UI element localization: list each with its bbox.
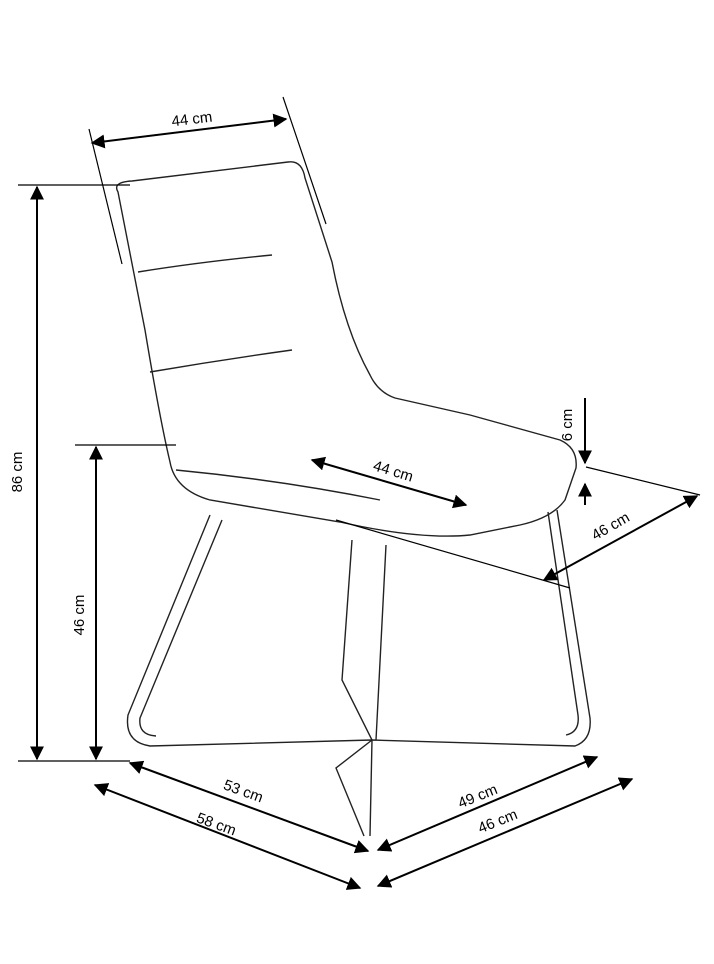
base-depth-inner-label: 53 cm: [221, 777, 265, 807]
chair-rear-legs: [335, 539, 387, 837]
backrest-seams: [137, 254, 381, 501]
dimension-lines: [18, 96, 701, 890]
chair-illustration: [115, 161, 591, 837]
seat-depth-label: 46 cm: [589, 509, 633, 544]
chair-inner-runners: [139, 511, 579, 737]
total-height-label: 86 cm: [9, 452, 26, 493]
chair-seat-back: [115, 161, 577, 537]
seat-thickness-label: 6 cm: [559, 409, 576, 442]
backrest-width-label: 44 cm: [171, 109, 214, 131]
seat-height-label: 46 cm: [71, 595, 88, 636]
base-depth-outer-label: 58 cm: [194, 810, 238, 840]
chair-legs: [126, 509, 591, 747]
seat-width-label: 44 cm: [371, 457, 415, 485]
base-width-outer-label: 46 cm: [476, 806, 520, 837]
